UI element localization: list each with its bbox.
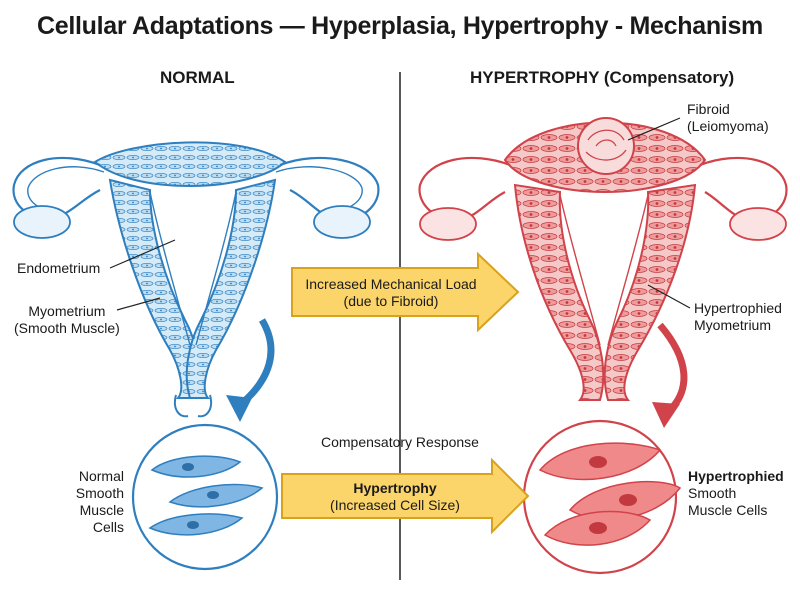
page-title: Cellular Adaptations — Hyperplasia, Hype… (37, 12, 763, 40)
myometrium-label: Myometrium (Smooth Muscle) (14, 303, 120, 336)
hypertrophy-uterus (418, 117, 788, 428)
hypertrophied-cells-label-bold: Hypertrophied (688, 468, 784, 484)
hypertrophied-myometrium-label: Hypertrophied Myometrium (694, 300, 782, 333)
hypertrophy-arrow-text: Hypertrophy (Increased Cell Size) (300, 480, 490, 514)
mechanical-load-arrow (291, 251, 520, 333)
normal-heading: NORMAL (160, 68, 235, 87)
hypertrophied-cells-label: Hypertrophied Smooth Muscle Cells (688, 468, 784, 519)
compensatory-response-label: Compensatory Response (321, 434, 479, 450)
normal-uterus (12, 141, 380, 422)
fibroid-label: Fibroid (Leiomyoma) (687, 101, 769, 134)
hypertrophied-cells-circle (522, 419, 682, 575)
normal-cells-circle (131, 423, 279, 571)
mechanical-load-text: Increased Mechanical Load (due to Fibroi… (296, 276, 486, 310)
endometrium-label: Endometrium (17, 260, 101, 276)
normal-cells-label: Normal Smooth Muscle Cells (75, 468, 124, 535)
hypertrophy-arrow (281, 457, 530, 535)
hypertrophy-arrow-line2: (Increased Cell Size) (330, 497, 460, 513)
mechanical-load-line1: Increased Mechanical Load (305, 276, 477, 292)
hypertrophied-cells-label-rest: Smooth Muscle Cells (688, 485, 768, 518)
mechanical-load-line2: (due to Fibroid) (343, 293, 439, 309)
hypertrophy-arrow-bold: Hypertrophy (353, 480, 437, 496)
hypertrophy-heading: HYPERTROPHY (Compensatory) (470, 68, 735, 87)
